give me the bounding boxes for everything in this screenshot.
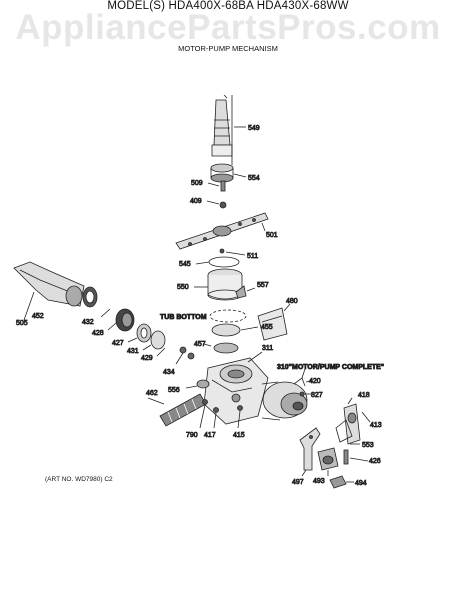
label-432: 432 bbox=[82, 319, 94, 326]
seal-457-part bbox=[203, 342, 239, 354]
label-790: 790 bbox=[186, 432, 198, 439]
label-550: 550 bbox=[177, 284, 189, 291]
motor-clips bbox=[293, 377, 314, 397]
label-556: 556 bbox=[168, 387, 180, 394]
clamp-452-part bbox=[82, 286, 98, 308]
label-455: 455 bbox=[261, 324, 273, 331]
label-505: 505 bbox=[16, 320, 28, 327]
spray-arm-nut-part bbox=[210, 163, 247, 183]
label-549: 549 bbox=[248, 125, 260, 132]
gasket-part bbox=[195, 248, 246, 268]
spray-arm-part bbox=[175, 212, 269, 250]
label-418: 418 bbox=[358, 392, 370, 399]
label-426: 426 bbox=[369, 458, 381, 465]
fasteners-lower bbox=[199, 399, 243, 429]
label-434: 434 bbox=[163, 369, 175, 376]
clip-part bbox=[235, 285, 256, 299]
label-457: 457 bbox=[194, 341, 206, 348]
small-parts bbox=[206, 180, 227, 209]
label-553: 553 bbox=[362, 442, 374, 449]
label-428: 428 bbox=[92, 330, 104, 337]
label-493: 493 bbox=[313, 478, 325, 485]
label-tub-bottom: TUB BOTTOM bbox=[160, 314, 207, 321]
diagram-subtitle: MOTOR-PUMP MECHANISM bbox=[178, 44, 278, 53]
label-413: 413 bbox=[370, 422, 382, 429]
part-426 bbox=[343, 449, 369, 465]
filter-housing-part bbox=[13, 261, 85, 321]
label-311: 311 bbox=[262, 345, 273, 352]
label-497: 497 bbox=[292, 479, 304, 486]
label-501: 501 bbox=[266, 232, 278, 239]
ring-parts bbox=[127, 323, 166, 357]
valve-556-part bbox=[185, 379, 210, 389]
tub-bottom-ref bbox=[209, 309, 259, 337]
label-462: 462 bbox=[146, 390, 158, 397]
label-557: 557 bbox=[257, 282, 269, 289]
label-431: 431 bbox=[127, 348, 139, 355]
label-417: 417 bbox=[204, 432, 216, 439]
bracket-497-part bbox=[299, 427, 321, 477]
cover-480-part bbox=[257, 303, 291, 341]
label-429: 429 bbox=[141, 355, 153, 362]
label-427: 427 bbox=[112, 340, 124, 347]
label-511: 511 bbox=[247, 253, 258, 260]
art-number: (ART NO. WD7980) C2 bbox=[45, 476, 113, 483]
bolt-434-part bbox=[175, 346, 195, 365]
label-554: 554 bbox=[248, 175, 260, 182]
bracket-418-part bbox=[335, 397, 371, 445]
label-827: 827 bbox=[311, 392, 323, 399]
label-452: 452 bbox=[32, 313, 44, 320]
seal-428-part bbox=[100, 308, 135, 332]
label-420: 420 bbox=[309, 378, 321, 385]
pump-cover-part bbox=[194, 268, 243, 301]
label-480: 480 bbox=[286, 298, 298, 305]
spray-tube-part bbox=[211, 94, 246, 165]
label-509: 509 bbox=[191, 180, 203, 187]
label-494: 494 bbox=[355, 480, 367, 487]
part-493-494 bbox=[317, 447, 354, 489]
label-409: 409 bbox=[190, 198, 202, 205]
label-motor-pump-complete: 310"MOTOR/PUMP COMPLETE" bbox=[277, 364, 384, 371]
motor-pump-body bbox=[203, 351, 308, 425]
label-545: 545 bbox=[179, 261, 191, 268]
model-title: MODEL(S) HDA400X-68BA HDA430X-68WW bbox=[107, 0, 349, 12]
drain-hose-part bbox=[147, 393, 207, 427]
label-415: 415 bbox=[233, 432, 245, 439]
